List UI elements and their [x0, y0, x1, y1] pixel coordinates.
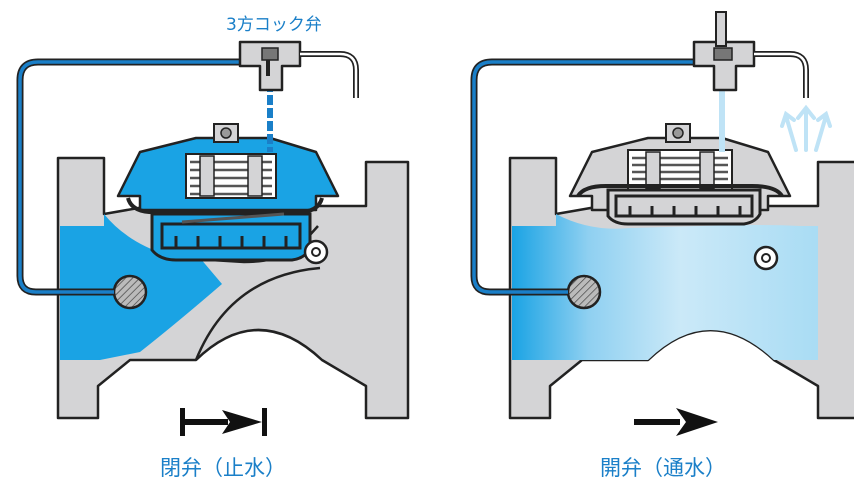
- diaphragm: [576, 184, 784, 198]
- strainer-icon: [566, 274, 602, 310]
- three-way-cock-valve: [692, 11, 809, 98]
- closed-valve-illustration: [16, 40, 410, 420]
- valve-disc: [150, 212, 312, 262]
- water-flow: [512, 214, 818, 360]
- outlet-boss: [753, 245, 779, 271]
- closed-state-caption: 閉弁（止水）: [160, 456, 286, 480]
- spring: [185, 153, 277, 199]
- diaphragm: [126, 197, 324, 215]
- flow-arrow-icon: [634, 408, 718, 436]
- valve-handle: [715, 11, 727, 47]
- valve-disc: [606, 188, 762, 226]
- vent-tube: [300, 51, 359, 98]
- three-way-cock-valve-label: 3方コック弁: [226, 15, 322, 35]
- vent-tube: [754, 51, 809, 98]
- open-valve-illustration: [470, 11, 854, 420]
- discharge-spray-icon: [780, 104, 832, 152]
- strainer-icon: [112, 274, 148, 310]
- open-state-caption: 開弁（通水）: [600, 456, 726, 480]
- outlet-boss: [303, 239, 329, 265]
- three-way-cock-valve: [238, 40, 359, 98]
- blocked-flow-arrow-icon: [180, 408, 267, 436]
